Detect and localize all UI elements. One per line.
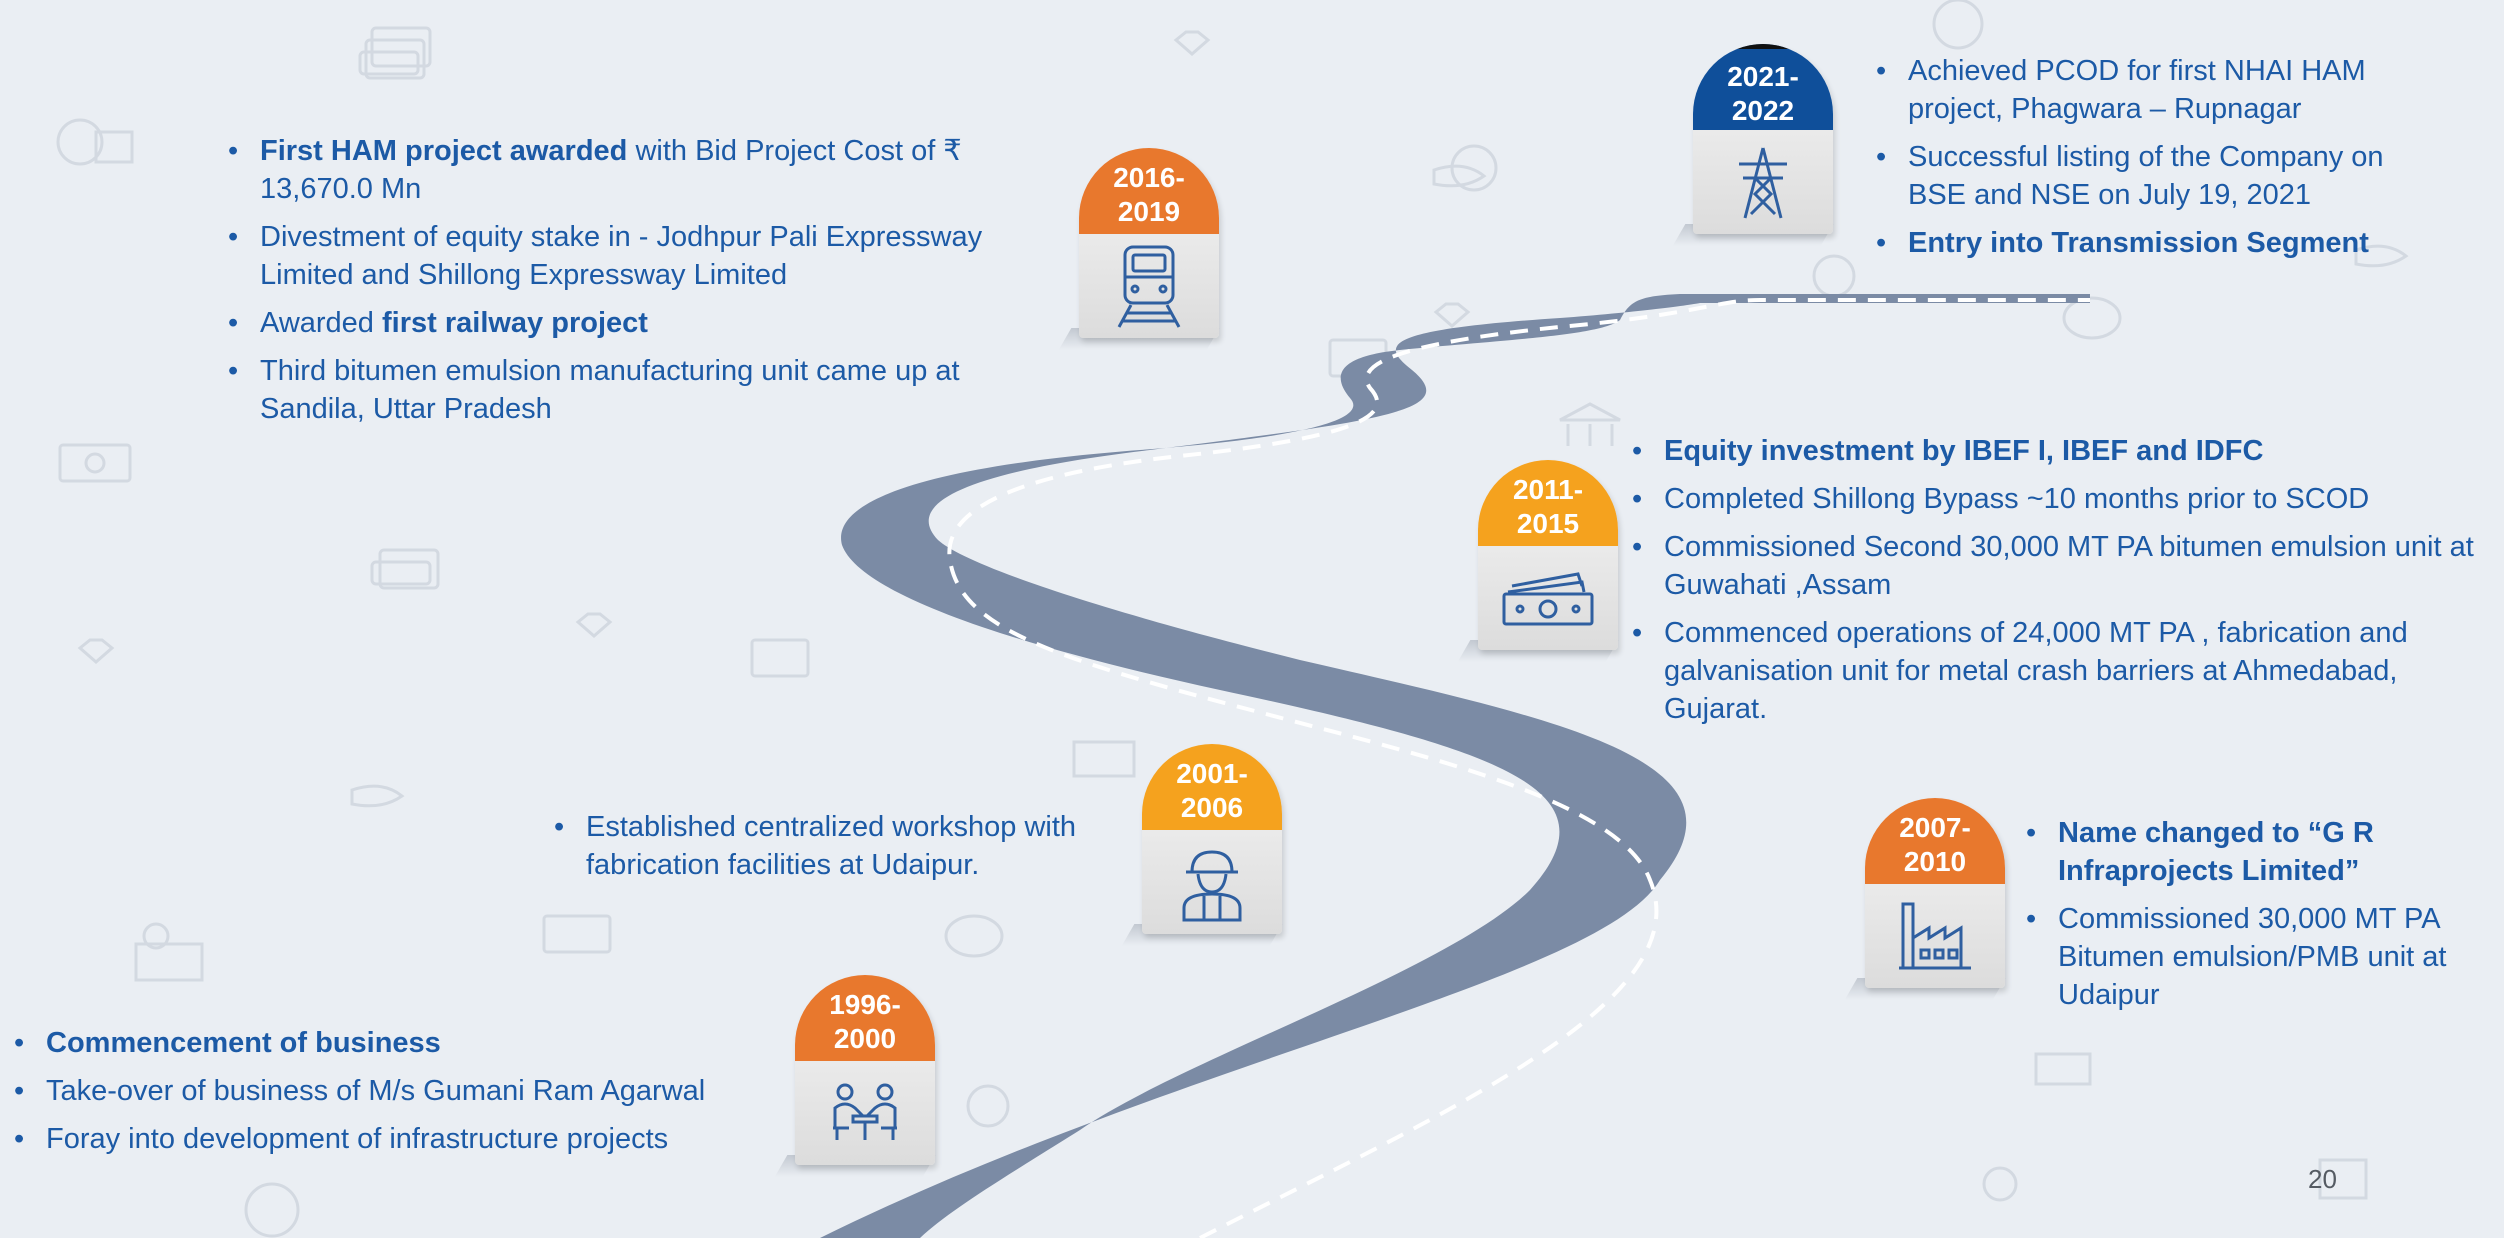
- transmission-tower-icon: [1693, 134, 1833, 230]
- bullet-bold-text: First HAM project awarded: [260, 135, 628, 167]
- money-stack-icon: [358, 26, 432, 80]
- milestone-stone: 2011- 2015: [1478, 460, 1618, 650]
- bullets-2001-2006: Established centralized workshop with fa…: [552, 808, 1142, 894]
- bullet-item: Take-over of business of M/s Gumani Ram …: [12, 1072, 792, 1110]
- bullet-text: Commissioned Second 30,000 MT PA bitumen…: [1664, 531, 2474, 601]
- bullet-item: Commenced operations of 24,000 MT PA , f…: [1630, 614, 2500, 728]
- milestone-stone: 2021- 2022: [1693, 44, 1833, 234]
- bullets-2011-2015: Equity investment by IBEF I, IBEF and ID…: [1630, 432, 2500, 738]
- bullet-item: Achieved PCOD for first NHAI HAM project…: [1874, 52, 2414, 128]
- train-icon: [1079, 238, 1219, 334]
- bullet-text: Awarded: [260, 307, 382, 339]
- bullets-2021-2022: Achieved PCOD for first NHAI HAM project…: [1874, 52, 2414, 272]
- bullet-item: Name changed to “G R Infraprojects Limit…: [2024, 814, 2494, 890]
- bullet-bold-text: first railway project: [382, 307, 648, 339]
- money-bag-icon: [56, 118, 134, 166]
- bullet-bold-text: Commencement of business: [46, 1027, 441, 1059]
- bullets-2007-2010: Name changed to “G R Infraprojects Limit…: [2024, 814, 2494, 1024]
- bullets-2016-2019: First HAM project awarded with Bid Proje…: [226, 132, 1056, 438]
- bullet-item: Successful listing of the Company on BSE…: [1874, 138, 2414, 214]
- bullet-text: Achieved PCOD for first NHAI HAM project…: [1908, 55, 2366, 125]
- bullet-text: Completed Shillong Bypass ~10 months pri…: [1664, 483, 2370, 515]
- bullet-item: Entry into Transmission Segment: [1874, 224, 2414, 262]
- bullet-item: Established centralized workshop with fa…: [552, 808, 1142, 884]
- bullet-item: Equity investment by IBEF I, IBEF and ID…: [1630, 432, 2500, 470]
- bullet-item: Completed Shillong Bypass ~10 months pri…: [1630, 480, 2500, 518]
- bullet-bold-text: Name changed to “G R Infraprojects Limit…: [2058, 817, 2374, 887]
- bullet-text: Successful listing of the Company on BSE…: [1908, 141, 2384, 211]
- bullet-item: Commencement of business: [12, 1024, 792, 1062]
- bullet-item: Divestment of equity stake in - Jodhpur …: [226, 218, 1056, 294]
- bullet-text: Third bitumen emulsion manufacturing uni…: [260, 355, 960, 425]
- milestone-year: 2007- 2010: [1865, 798, 2005, 884]
- milestone-stone: 1996- 2000: [795, 975, 935, 1165]
- bullet-text: Commenced operations of 24,000 MT PA , f…: [1664, 617, 2408, 725]
- plant-coins-icon: [134, 922, 204, 982]
- bullet-text: Divestment of equity stake in - Jodhpur …: [260, 221, 983, 291]
- bullet-item: Commissioned 30,000 MT PA Bitumen emulsi…: [2024, 900, 2494, 1014]
- milestone-year: 1996- 2000: [795, 975, 935, 1061]
- meeting-icon: [795, 1065, 935, 1161]
- milestone-year: 2021- 2022: [1693, 44, 1833, 130]
- money-stack-icon: [370, 548, 440, 590]
- milestone-2001-2006: 2001- 2006: [1121, 744, 1283, 949]
- bullet-item: Foray into development of infrastructure…: [12, 1120, 792, 1158]
- milestone-year: 2016- 2019: [1079, 148, 1219, 234]
- bullet-bold-text: Entry into Transmission Segment: [1908, 227, 2369, 259]
- bullet-text: Established centralized workshop with fa…: [586, 811, 1077, 881]
- milestone-stone: 2001- 2006: [1142, 744, 1282, 934]
- bullet-text: Take-over of business of M/s Gumani Ram …: [46, 1075, 706, 1107]
- piggy-bank-icon: [944, 296, 2122, 958]
- milestone-2011-2015: 2011- 2015: [1457, 460, 1619, 665]
- bullet-bold-text: Equity investment by IBEF I, IBEF and ID…: [1664, 435, 2264, 467]
- milestone-year: 2011- 2015: [1478, 460, 1618, 546]
- safe-icon: [1072, 740, 2368, 1202]
- factory-icon: [1865, 888, 2005, 984]
- bullet-item: Commissioned Second 30,000 MT PA bitumen…: [1630, 528, 2500, 604]
- worker-icon: [1142, 834, 1282, 930]
- milestone-year: 2001- 2006: [1142, 744, 1282, 830]
- bullet-text: with Bid Project Cost of ₹ 13,670.0 Mn: [260, 135, 962, 205]
- milestone-1996-2000: 1996- 2000: [774, 975, 936, 1180]
- page-number: 20: [2308, 1164, 2337, 1194]
- bank-icon: [1559, 402, 1621, 446]
- bullet-item: Awarded first railway project: [226, 304, 1056, 342]
- bullet-item: Third bitumen emulsion manufacturing uni…: [226, 352, 1056, 428]
- bullet-text: Commissioned 30,000 MT PA Bitumen emulsi…: [2058, 903, 2447, 1011]
- milestone-2007-2010: 2007- 2010: [1844, 798, 2006, 1003]
- bullets-1996-2000: Commencement of businessTake-over of bus…: [12, 1024, 792, 1168]
- milestone-2016-2019: 2016- 2019: [1058, 148, 1220, 353]
- milestone-2021-2022: 2021- 2022: [1672, 44, 1834, 249]
- bullet-text: Foray into development of infrastructure…: [46, 1123, 669, 1155]
- cash-icon: [1478, 550, 1618, 646]
- bullet-item: First HAM project awarded with Bid Proje…: [226, 132, 1056, 208]
- milestone-stone: 2007- 2010: [1865, 798, 2005, 988]
- milestone-stone: 2016- 2019: [1079, 148, 1219, 338]
